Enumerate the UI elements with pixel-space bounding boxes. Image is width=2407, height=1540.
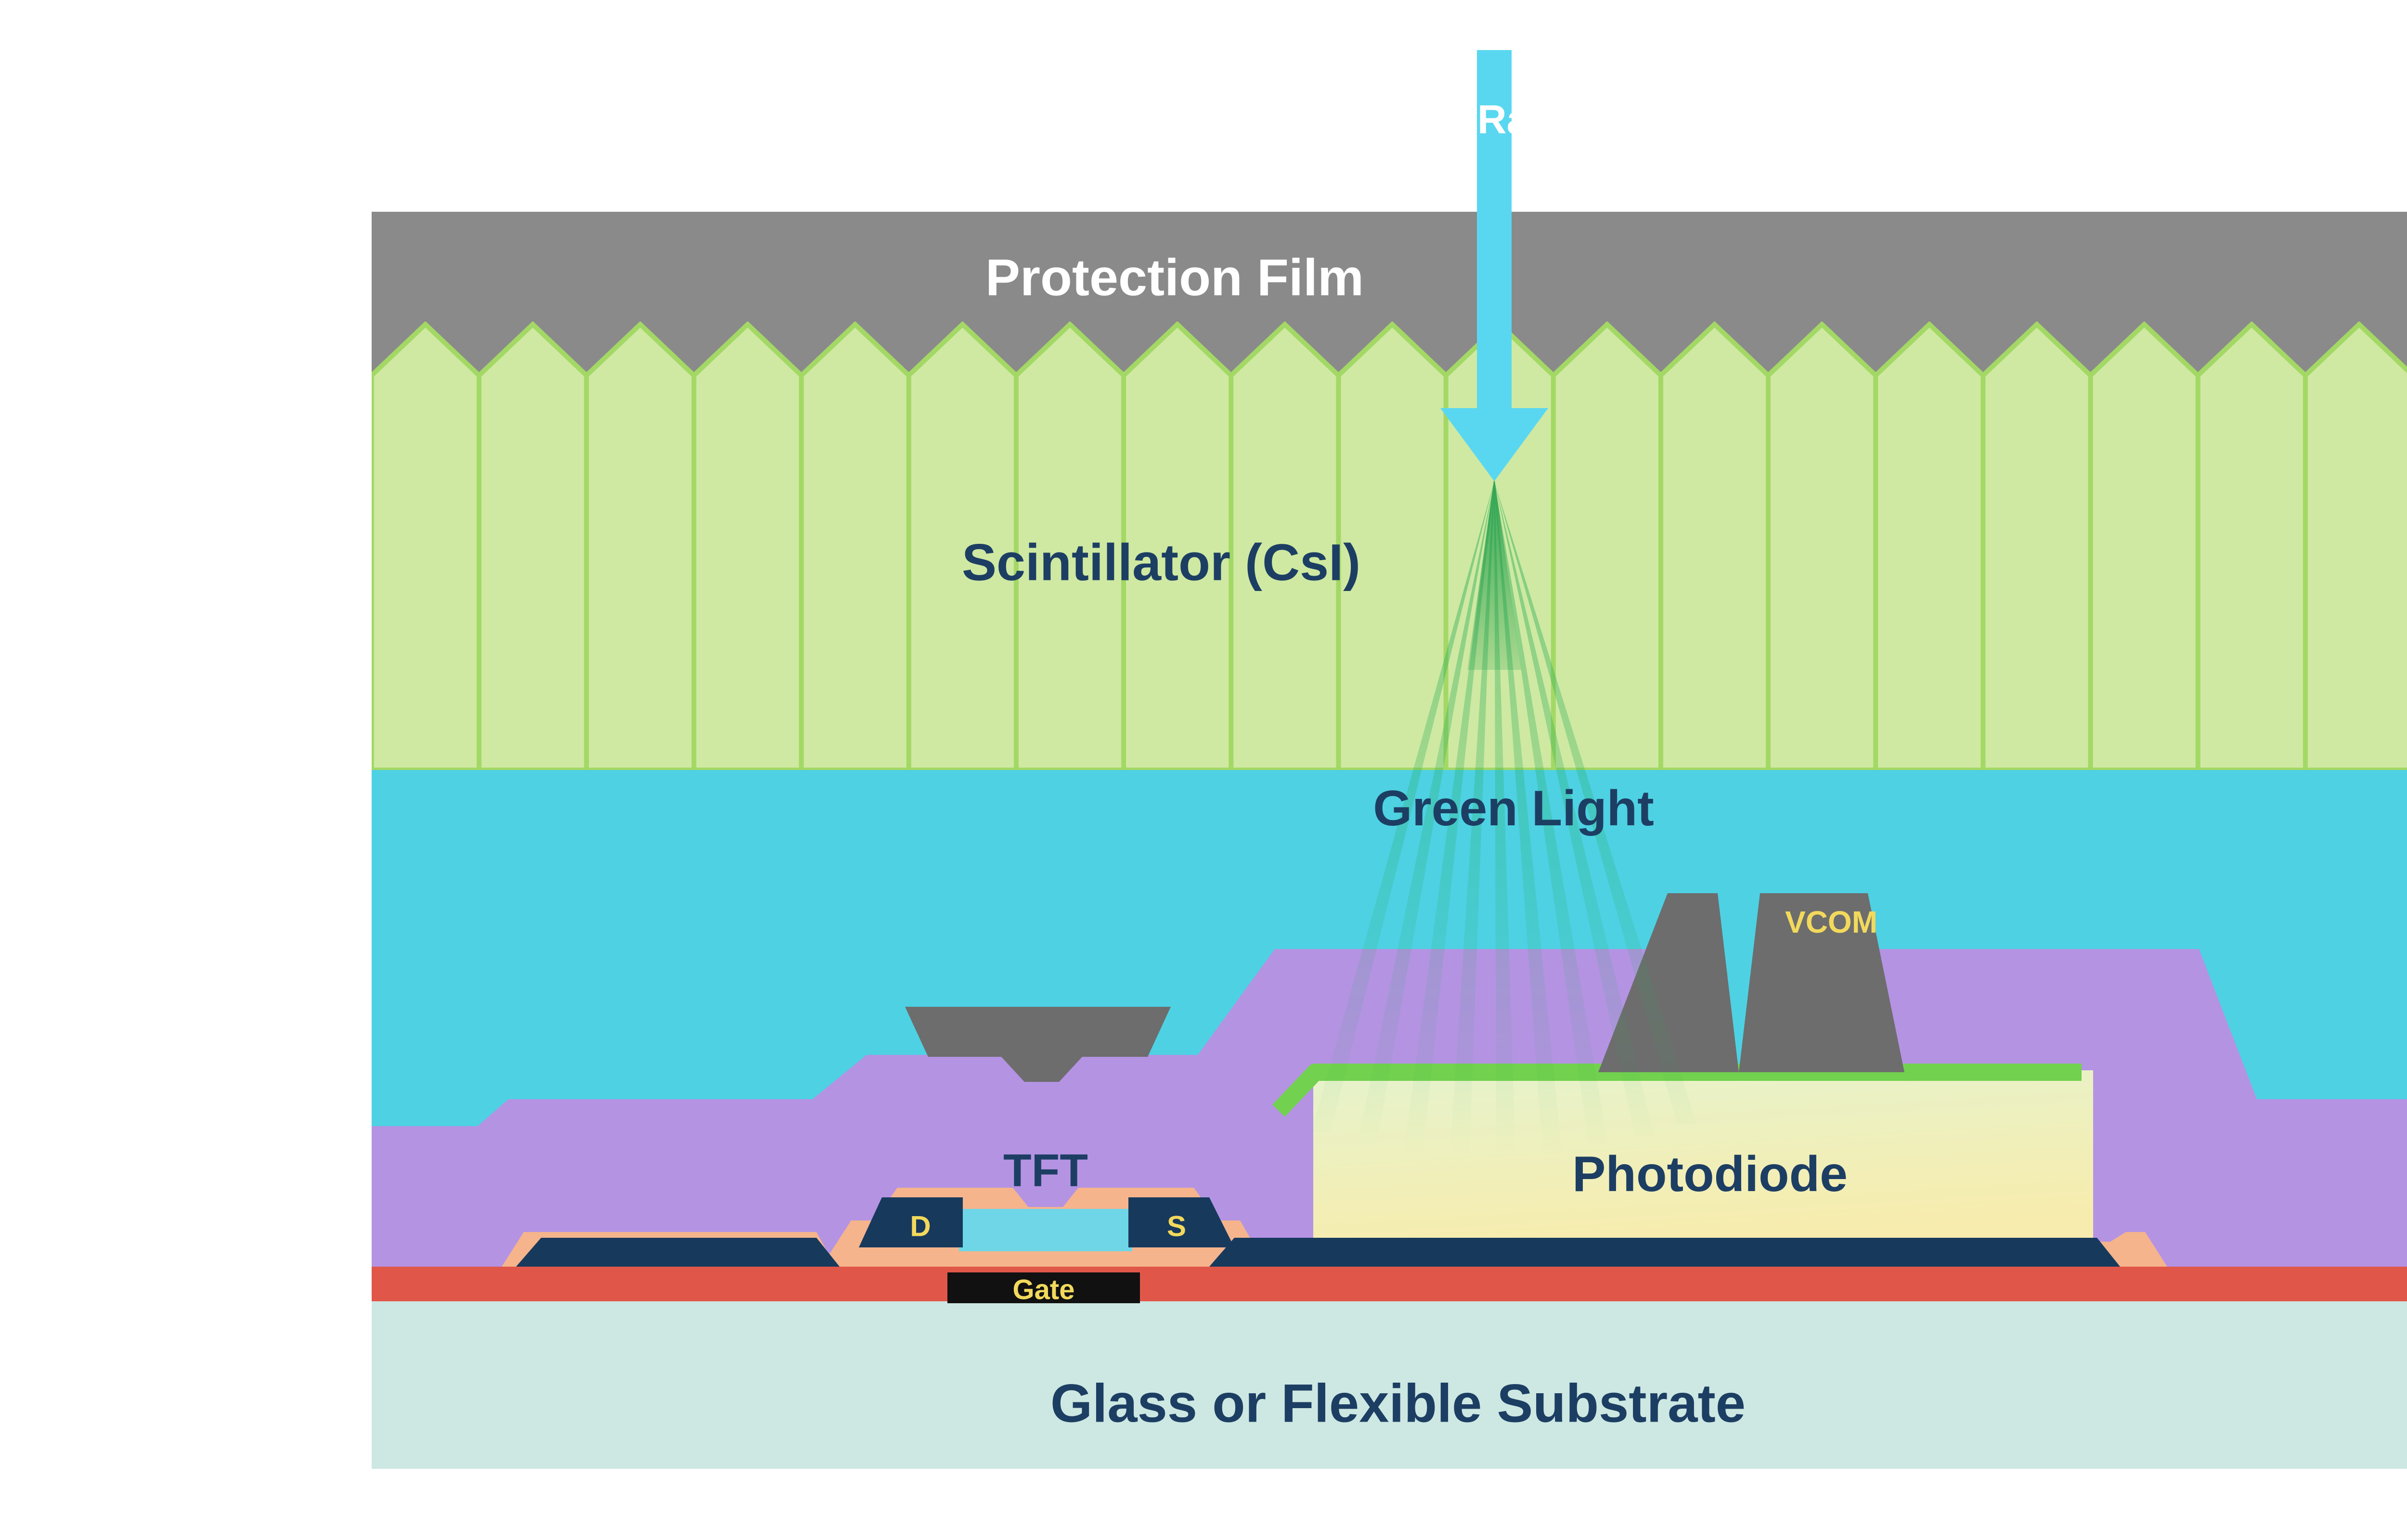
gray-structure-left xyxy=(905,1007,1171,1082)
metal-line-left xyxy=(516,1238,840,1267)
gate-label: Gate xyxy=(1013,1274,1075,1306)
green-ray xyxy=(1494,481,1608,1143)
bottom-electrode xyxy=(1209,1238,2120,1267)
xray-arrow-head xyxy=(1440,408,1548,481)
photodiode-body xyxy=(1313,1070,2093,1251)
xray-label: X-Ray xyxy=(1437,97,1552,142)
gate-electrode xyxy=(947,1272,1140,1303)
green-ray xyxy=(1494,481,1654,1136)
drain-label: D xyxy=(910,1210,931,1243)
xray-arrow xyxy=(1440,50,1548,481)
photodiode-label: Photodiode xyxy=(1572,1146,1848,1202)
green-ray xyxy=(1358,481,1494,1143)
green-light-label: Green Light xyxy=(1373,781,1654,836)
protection-film-label: Protection Film xyxy=(985,248,1364,307)
scintillator-label: Scintillator (CsI) xyxy=(962,533,1360,591)
green-light-rays xyxy=(1311,477,1696,1155)
source-electrode xyxy=(1128,1197,1234,1247)
green-ray xyxy=(1311,481,1494,1132)
substrate-label: Glass or Flexible Substrate xyxy=(1050,1373,1746,1434)
green-ray xyxy=(1494,481,1696,1124)
scintillator-layer xyxy=(372,321,2407,770)
green-ray-core xyxy=(1467,477,1521,670)
xray-arrow-shaft xyxy=(1477,50,1512,408)
vcom-structure xyxy=(1598,893,1904,1072)
drain-electrode xyxy=(859,1197,963,1247)
red-layer xyxy=(372,1267,2407,1301)
vcom-label: VCOM xyxy=(1785,905,1877,939)
tft-label: TFT xyxy=(1003,1145,1088,1196)
substrate-layer xyxy=(372,1301,2407,1469)
source-label: S xyxy=(1167,1210,1186,1243)
tft-channel xyxy=(959,1209,1132,1251)
